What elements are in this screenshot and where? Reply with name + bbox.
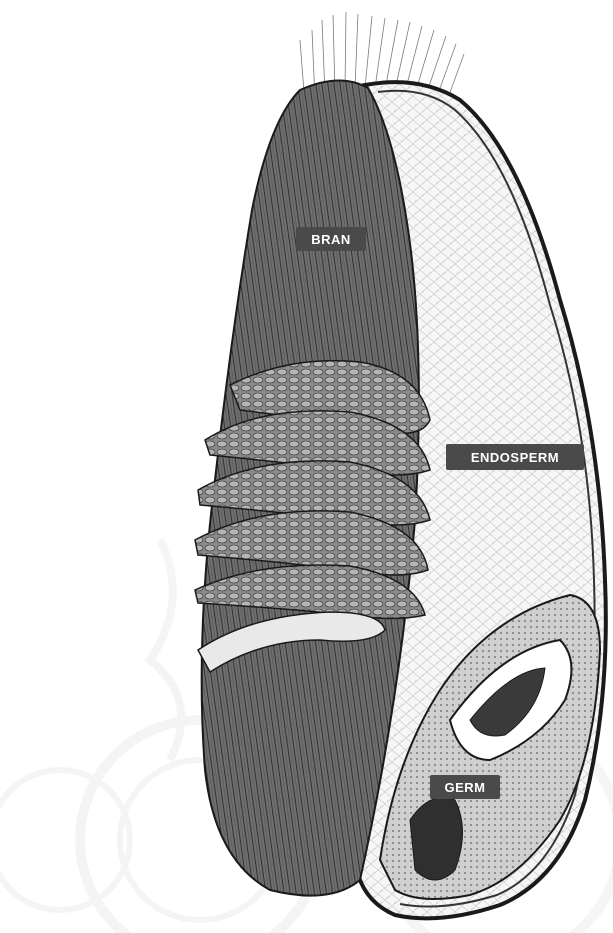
label-bran-text: BRAN xyxy=(311,232,351,247)
label-endosperm-text: ENDOSPERM xyxy=(471,450,559,465)
label-germ-text: GERM xyxy=(445,780,486,795)
label-germ: GERM xyxy=(430,775,500,799)
label-endosperm: ENDOSPERM xyxy=(446,444,584,470)
label-bran: BRAN xyxy=(296,227,366,251)
